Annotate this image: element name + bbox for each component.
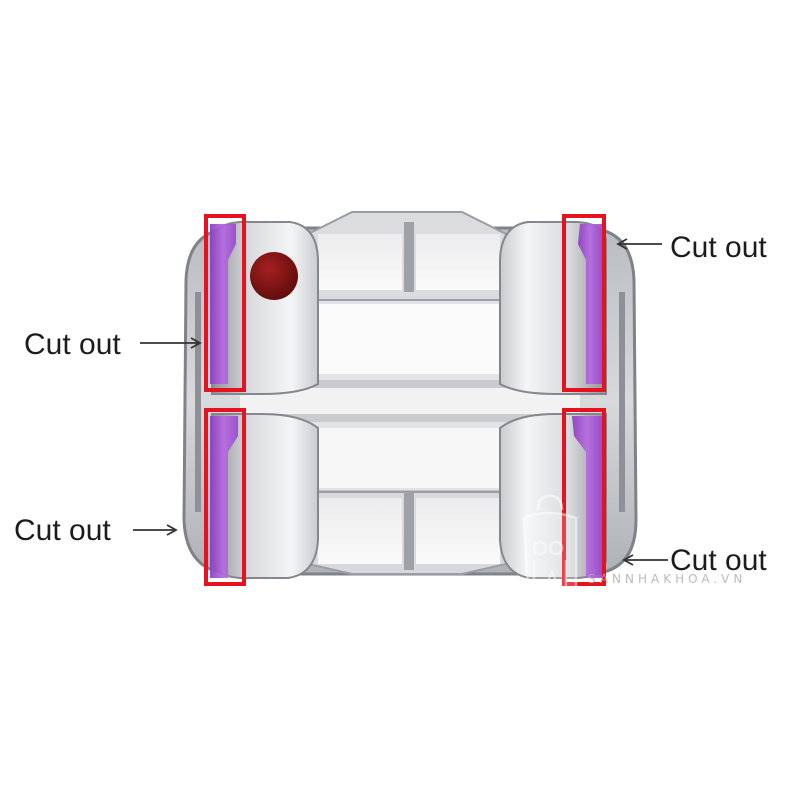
highlight-box-bottom-left — [204, 408, 246, 586]
highlight-box-top-right — [562, 214, 606, 392]
hook-dot — [250, 252, 298, 300]
highlight-box-top-left — [204, 214, 246, 392]
cutout-bottom-left — [210, 416, 238, 578]
cut-out-label-bottom-left: Cut out — [14, 514, 111, 547]
cutout-areas — [210, 224, 602, 578]
cut-out-label-top-right: Cut out — [670, 231, 767, 264]
cut-out-label-bottom-right: Cut out — [670, 544, 767, 577]
cutout-top-right — [578, 224, 602, 384]
highlight-box-bottom-right — [562, 408, 606, 586]
tooth-tools-logo-icon — [522, 494, 578, 594]
cutout-bottom-right — [572, 416, 602, 578]
watermark-text: SANNHAKHOA.VN — [588, 572, 747, 586]
cut-out-label-top-left: Cut out — [24, 328, 121, 361]
arrow-bottom-right — [622, 554, 668, 566]
highlight-boxes — [204, 214, 606, 586]
arrow-top-right — [616, 238, 662, 250]
arrow-bottom-left — [133, 524, 178, 536]
cutout-top-left — [210, 224, 236, 384]
arrows — [133, 238, 668, 566]
arrow-top-left — [140, 337, 202, 349]
